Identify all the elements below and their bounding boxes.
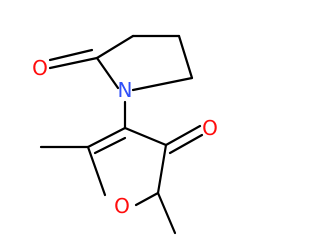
bond-c3-c2-double-outer — [86, 126, 127, 149]
atom-label-ring-oxygen: O — [114, 194, 130, 218]
bond-c5-o — [134, 191, 160, 207]
bond-o-c2 — [86, 145, 107, 197]
bond-c3-c2-double-inner — [93, 136, 127, 155]
bond-c3-c4 — [123, 126, 168, 147]
bond-ketone-co-2 — [168, 133, 204, 155]
atom-label-ketone-oxygen: O — [202, 116, 218, 140]
bond-ketone-co-1 — [164, 124, 202, 147]
bond-ring-right — [177, 34, 194, 80]
molecule-structure: O N O O — [32, 34, 218, 235]
bond-lactam-co-2 — [48, 48, 94, 62]
bond-methyl-c5 — [156, 191, 177, 235]
bond-lactam-co-1 — [48, 56, 99, 70]
bond-ring-ch2-n — [131, 76, 194, 92]
bond-carbonyl-ring — [95, 34, 135, 60]
bond-c4-c5 — [156, 143, 168, 195]
bond-n-carbonyl — [95, 56, 120, 90]
atom-label-lactam-oxygen: O — [32, 56, 48, 80]
atom-label-nitrogen: N — [118, 78, 133, 102]
